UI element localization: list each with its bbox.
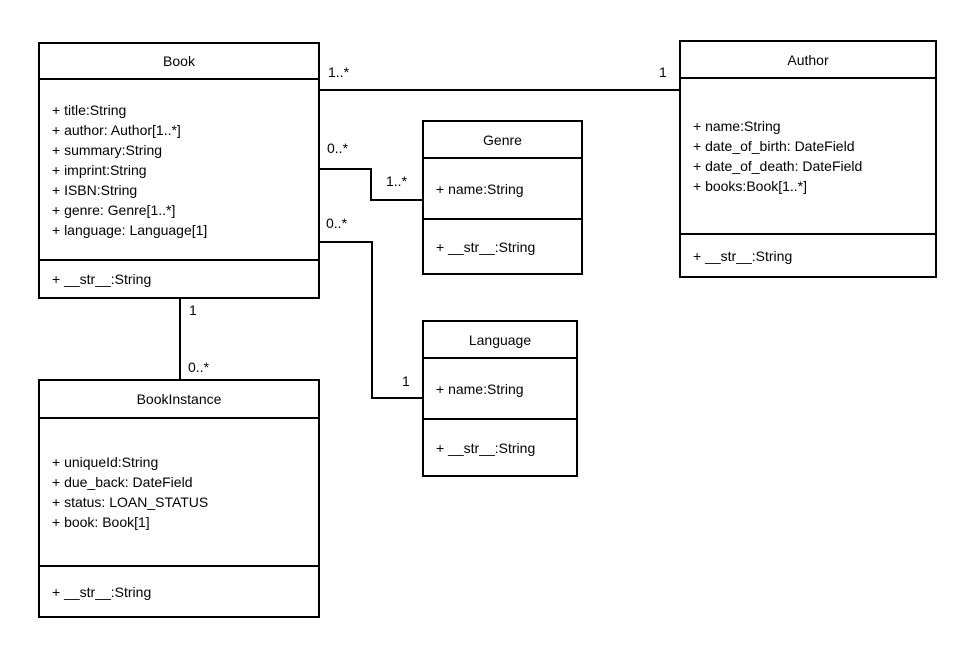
class-box-author: Author + name:String + date_of_birth: Da… (679, 40, 937, 278)
association-book-language (320, 241, 422, 399)
class-methods: + __str__:String (424, 420, 576, 475)
class-method: + __str__:String (52, 271, 152, 287)
class-methods: + __str__:String (40, 567, 318, 616)
multiplicity-label-book-author-to: 1 (659, 64, 667, 80)
class-attributes: + uniqueId:String + due_back: DateField … (40, 419, 318, 567)
class-attribute: + language: Language[1] (52, 221, 208, 238)
class-attribute: + author: Author[1..*] (52, 121, 181, 138)
class-box-genre: Genre + name:String + __str__:String (422, 120, 583, 275)
class-attribute: + name:String (436, 380, 524, 397)
class-title: Book (40, 44, 318, 80)
class-attribute: + imprint:String (52, 161, 147, 178)
class-attribute: + date_of_death: DateField (693, 158, 863, 174)
multiplicity-label-book-bookinstance-to: 0..* (188, 359, 210, 375)
class-attribute: + uniqueId:String (52, 454, 159, 470)
class-box-language: Language + name:String + __str__:String (422, 320, 578, 477)
class-attribute: + book: Book[1] (52, 514, 150, 530)
class-methods: + __str__:String (681, 235, 935, 276)
class-attribute: + genre: Genre[1..*] (52, 201, 176, 218)
class-methods: + __str__:String (424, 220, 581, 273)
class-title: BookInstance (40, 381, 318, 419)
multiplicity-label-book-language-to: 1 (402, 373, 410, 389)
class-box-bookinstance: BookInstance + uniqueId:String + due_bac… (38, 379, 320, 618)
class-title: Author (681, 42, 935, 79)
class-attributes: + name:String (424, 159, 581, 220)
class-attribute: + ISBN:String (52, 181, 138, 198)
class-attribute: + name:String (436, 180, 524, 197)
class-attribute: + due_back: DateField (52, 474, 193, 490)
multiplicity-label-book-genre-from: 0..* (327, 140, 349, 156)
class-method: + __str__:String (436, 238, 536, 255)
multiplicity-label-book-language-from: 0..* (326, 215, 348, 231)
class-method: + __str__:String (693, 247, 793, 264)
class-attribute: + summary:String (52, 141, 163, 158)
class-attribute: + title:String (52, 101, 127, 118)
class-attribute: + books:Book[1..*] (693, 178, 808, 194)
multiplicity-label-book-author-from: 1..* (328, 64, 350, 80)
class-attributes: + title:String + author: Author[1..*] + … (40, 80, 318, 261)
class-methods: + __str__:String (40, 261, 318, 297)
class-attribute: + name:String (693, 118, 781, 134)
class-method: + __str__:String (52, 583, 152, 600)
association-book-genre (320, 168, 422, 201)
class-title: Language (424, 322, 576, 359)
multiplicity-label-book-genre-to: 1..* (386, 173, 408, 189)
class-attributes: + name:String + date_of_birth: DateField… (681, 79, 935, 235)
class-method: + __str__:String (436, 439, 536, 456)
class-attribute: + status: LOAN_STATUS (52, 494, 209, 510)
multiplicity-label-book-bookinstance-from: 1 (189, 302, 197, 318)
class-attributes: + name:String (424, 359, 576, 420)
class-attribute: + date_of_birth: DateField (693, 138, 855, 154)
class-title: Genre (424, 122, 581, 159)
class-box-book: Book + title:String + author: Author[1..… (38, 42, 320, 299)
